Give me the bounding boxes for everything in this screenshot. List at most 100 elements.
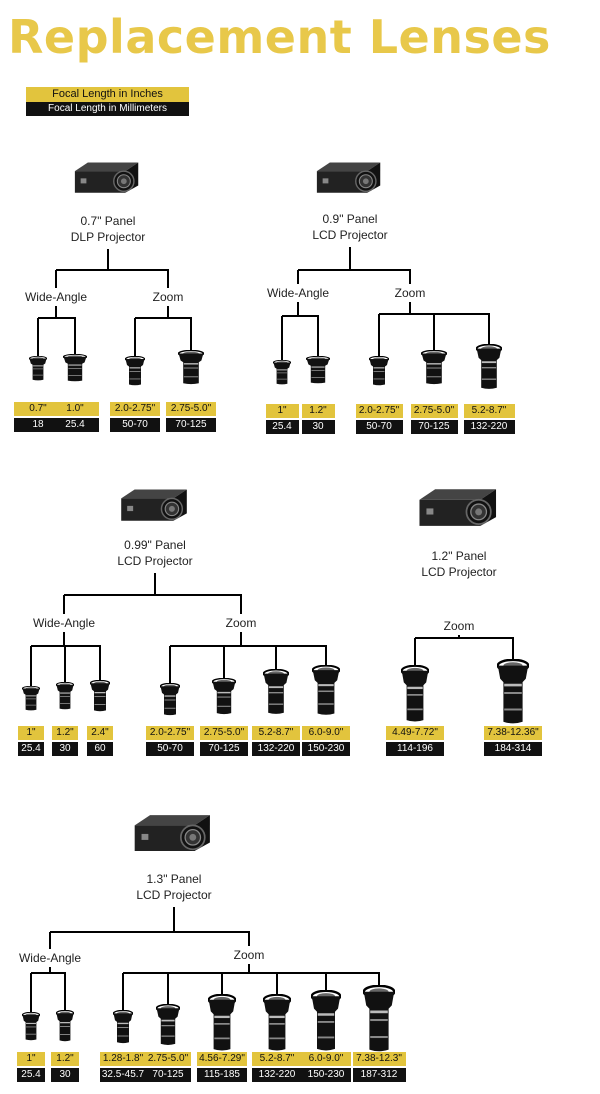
group-stem [49, 967, 51, 973]
lens-icon [305, 355, 331, 389]
projector-icon [314, 158, 386, 203]
panel-size: 1.2" Panel [431, 549, 487, 563]
group-bus [298, 269, 411, 271]
lens-drop [30, 646, 32, 686]
lens-bus [38, 317, 76, 319]
projector-stem [107, 249, 109, 270]
panel-size: 0.7" Panel [80, 214, 136, 228]
lens-drop [134, 318, 136, 356]
lens-bus [31, 972, 66, 974]
lens-inches: 6.0-9.0" [302, 726, 350, 740]
projector-type: LCD Projector [421, 565, 497, 579]
group-drop [409, 270, 411, 284]
lens-icon [62, 353, 88, 387]
group-label: Zoom [394, 286, 426, 300]
group-label: Zoom [443, 619, 475, 633]
lens-inches: 6.0-9.0" [301, 1052, 351, 1066]
lens-drop [317, 316, 319, 356]
lens-drop [74, 318, 76, 354]
lens-drop [221, 973, 223, 994]
group-drop [248, 932, 250, 946]
lens-inches: 2.0-2.75" [110, 402, 160, 416]
group-bus [64, 594, 242, 596]
projector-type: LCD Projector [136, 888, 212, 902]
lens-inches: 1.0" [51, 402, 99, 416]
lens-drop [325, 973, 327, 990]
projector-icon [118, 485, 193, 531]
lens-inches: 5.2-8.7" [463, 404, 515, 418]
group-label: Zoom [152, 290, 184, 304]
group-stem [297, 302, 299, 316]
lens-icon [112, 1009, 134, 1049]
lens-millimeters: 187-312 [352, 1068, 406, 1082]
lens-drop [37, 318, 39, 356]
lens-millimeters: 184-314 [484, 742, 542, 756]
lens-inches: 1" [17, 1052, 45, 1066]
lens-millimeters: 70-125 [200, 742, 248, 756]
lens-drop [512, 638, 514, 659]
lens-drop [223, 646, 225, 678]
projector-icon [72, 158, 144, 203]
lens-millimeters: 30 [52, 742, 78, 756]
lens-icon [159, 682, 181, 721]
lens-inches: 5.2-8.7" [252, 726, 300, 740]
lens-inches: 7.38-12.3" [352, 1052, 406, 1066]
lens-millimeters: 70-125 [166, 418, 216, 432]
lens-drop [64, 973, 66, 1010]
lens-millimeters: 30 [301, 420, 335, 434]
lens-inches: 1" [265, 404, 299, 418]
legend-inches: Focal Length in Inches [26, 87, 189, 102]
lens-millimeters: 32.5-45.7 [100, 1068, 146, 1082]
lens-drop [169, 646, 171, 683]
lens-inches: 1" [18, 726, 44, 740]
lens-drop [433, 314, 435, 350]
lens-icon [420, 349, 448, 390]
projector-icon [416, 484, 503, 537]
group-drop [49, 932, 51, 949]
group-drop [240, 595, 242, 614]
lens-inches: 4.49-7.72" [386, 726, 444, 740]
lens-millimeters: 70-125 [410, 420, 458, 434]
lens-icon [496, 658, 530, 730]
panel-size: 0.9" Panel [322, 212, 378, 226]
group-label: Wide-Angle [266, 286, 330, 300]
lens-millimeters: 25.4 [18, 742, 44, 756]
lens-icon [21, 1011, 41, 1046]
lens-drop [99, 646, 101, 680]
lens-drop [167, 973, 169, 1004]
lens-icon [21, 685, 41, 716]
lens-icon [475, 343, 503, 395]
group-drop [297, 270, 299, 284]
lens-inches: 0.7" [14, 402, 62, 416]
legend-millimeters: Focal Length in Millimeters [26, 102, 189, 116]
lens-inches: 4.56-7.29" [197, 1052, 247, 1066]
legend: Focal Length in Inches Focal Length in M… [26, 87, 189, 116]
lens-bus [123, 972, 380, 974]
lens-drop [64, 646, 66, 682]
lens-icon [55, 1009, 75, 1047]
lens-icon [55, 681, 75, 715]
group-drop [63, 595, 65, 614]
lens-bus [282, 315, 319, 317]
lens-bus [170, 645, 327, 647]
projector-type: DLP Projector [70, 230, 146, 244]
group-label: Zoom [233, 948, 265, 962]
lens-millimeters: 132-220 [463, 420, 515, 434]
group-stem [63, 632, 65, 646]
lens-millimeters: 132-220 [252, 1068, 302, 1082]
lens-millimeters: 70-125 [145, 1068, 191, 1082]
group-bus [56, 269, 169, 271]
lens-millimeters: 25.4 [51, 418, 99, 432]
panel-size: 1.3" Panel [146, 872, 202, 886]
lens-drop [325, 646, 327, 665]
lens-millimeters: 150-230 [301, 1068, 351, 1082]
group-stem [248, 964, 250, 973]
lens-inches: 1.2" [301, 404, 335, 418]
lens-inches: 2.0-2.75" [355, 404, 403, 418]
lens-drop [30, 973, 32, 1012]
lens-icon [362, 984, 396, 1058]
